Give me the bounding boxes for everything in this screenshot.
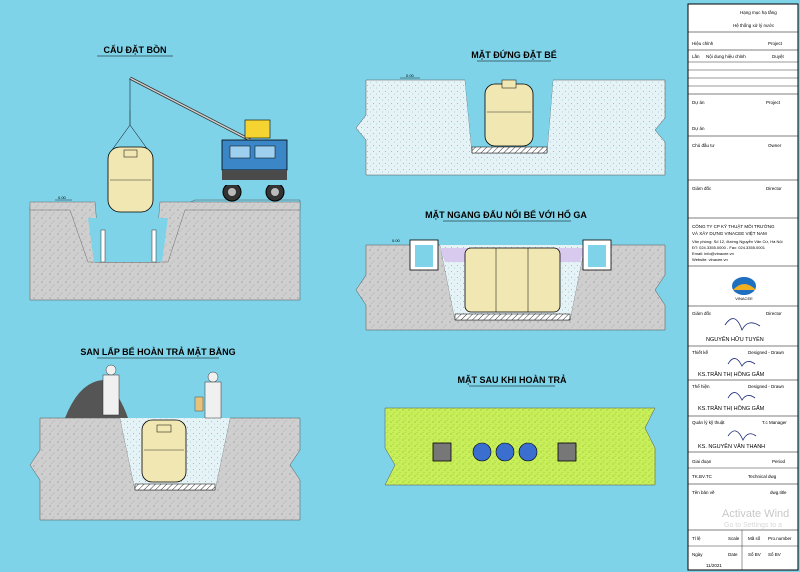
activate-watermark: Activate Wind (722, 508, 789, 520)
svg-text:Hiệu chỉnh: Hiệu chỉnh (692, 40, 714, 46)
backfill-tank (141, 419, 187, 483)
svg-text:Số BV: Số BV (768, 552, 781, 557)
svg-text:Director: Director (766, 311, 782, 316)
connection-level: 0.00 (392, 238, 401, 243)
elevation-title: MẶT ĐỨNG ĐẶT BỂ (471, 49, 556, 60)
elevation-tank (484, 83, 534, 147)
tank-lid-2 (495, 442, 515, 462)
svg-text:ĐT: 024.3355.0000 - Fax: 024.3: ĐT: 024.3355.0000 - Fax: 024.3355.0001 (692, 245, 766, 250)
company-logo: VINACEE (732, 277, 756, 301)
svg-text:Giai đoạn: Giai đoạn (692, 459, 712, 464)
connection-title: MẶT NGANG ĐẤU NỐI BỂ VỚI HỐ GA (425, 209, 587, 220)
svg-text:Director: Director (766, 186, 782, 191)
svg-text:KS.TRẦN THỊ HỒNG GẤM: KS.TRẦN THỊ HỒNG GẤM (698, 405, 765, 412)
panel-crane: CẨU ĐẶT BỒN 0.00 (29, 44, 301, 301)
svg-text:Email: info@vinacee.vn: Email: info@vinacee.vn (692, 251, 734, 256)
svg-text:VINACEE: VINACEE (735, 296, 753, 301)
svg-text:KS. NGUYỄN VĂN THANH: KS. NGUYỄN VĂN THANH (698, 443, 765, 450)
signature-director (724, 318, 761, 332)
svg-text:Số BV: Số BV (748, 552, 761, 557)
svg-text:NGUYỄN HỮU TUYÊN: NGUYỄN HỮU TUYÊN (706, 335, 764, 343)
panel-after: MẶT SAU KHI HOÀN TRẢ (384, 374, 656, 486)
svg-text:Thể hiện: Thể hiện (692, 383, 710, 389)
backfill-title: SAN LẤP BỂ HOÀN TRẢ MẶT BẰNG (80, 346, 235, 357)
svg-text:Designed - Drawn: Designed - Drawn (748, 384, 785, 389)
svg-text:Project: Project (768, 41, 783, 46)
tank-lid-3 (518, 442, 538, 462)
panel-connection: MẶT NGANG ĐẤU NỐI BỂ VỚI HỐ GA 0.00 (355, 209, 666, 331)
svg-text:Project: Project (766, 100, 781, 105)
svg-text:CÔNG TY CP KỸ THUẬT MÔI TRƯỜNG: CÔNG TY CP KỸ THUẬT MÔI TRƯỜNG (692, 223, 775, 229)
svg-text:11/2021: 11/2021 (706, 563, 722, 568)
svg-text:Tên bản vẽ: Tên bản vẽ (692, 490, 715, 495)
svg-text:Giám đốc: Giám đốc (692, 186, 712, 191)
svg-text:Technical dwg: Technical dwg (748, 474, 777, 479)
svg-text:Lần: Lần (692, 54, 700, 59)
svg-text:Owner: Owner (768, 143, 782, 148)
svg-text:Pro.number: Pro.number (768, 536, 792, 541)
manhole-right (557, 442, 577, 462)
crane-title: CẨU ĐẶT BỒN (104, 44, 167, 55)
svg-text:Hệ thống xử lý nước: Hệ thống xử lý nước (733, 22, 775, 28)
signature-drawer (727, 392, 756, 401)
svg-text:Mã số: Mã số (748, 536, 761, 541)
svg-text:Dự án: Dự án (692, 100, 705, 105)
svg-text:Nội dung hiệu chỉnh: Nội dung hiệu chỉnh (706, 53, 746, 59)
svg-text:Giám đốc: Giám đốc (692, 311, 712, 316)
svg-text:Văn phòng: Số 12, đường Nguyễn: Văn phòng: Số 12, đường Nguyễn Văn Cừ, H… (692, 239, 783, 244)
svg-text:T.c Manager: T.c Manager (762, 420, 787, 425)
signature-designer (727, 358, 756, 367)
svg-text:Chủ đầu tư: Chủ đầu tư (692, 142, 715, 148)
svg-text:Period: Period (772, 459, 786, 464)
svg-text:VÀ XÂY DỰNG VINACEE VIỆT NAM: VÀ XÂY DỰNG VINACEE VIỆT NAM (692, 229, 767, 236)
after-title: MẶT SAU KHI HOÀN TRẢ (458, 374, 567, 385)
svg-text:Hạng mục hạ tầng: Hạng mục hạ tầng (740, 10, 777, 15)
svg-text:Scale: Scale (728, 536, 740, 541)
svg-text:Date: Date (728, 552, 738, 557)
grass-surface (384, 407, 656, 486)
svg-text:Ngày: Ngày (692, 552, 703, 557)
manhole-left (432, 442, 452, 462)
signature-manager (727, 430, 757, 441)
svg-text:Tỉ lệ: Tỉ lệ (692, 535, 701, 541)
elevation-level: 0.00 (406, 73, 415, 78)
tank-lid-1 (472, 442, 492, 462)
svg-text:dwg.title: dwg.title (770, 490, 787, 495)
panel-backfill: SAN LẤP BỂ HOÀN TRẢ MẶT BẰNG (29, 346, 301, 521)
activate-watermark-sub: Go to Settings to a (724, 522, 782, 529)
svg-text:Quản lý kỹ thuật: Quản lý kỹ thuật (692, 420, 725, 425)
panel-elevation: MẶT ĐỨNG ĐẶT BỂ 0.00 (355, 49, 666, 176)
worker-right (204, 381, 222, 419)
svg-text:Website: vinacee.vn: Website: vinacee.vn (692, 257, 728, 262)
svg-text:Dự án: Dự án (692, 126, 705, 131)
crane-level: 0.00 (58, 195, 67, 200)
svg-text:Thiết kế: Thiết kế (692, 350, 709, 355)
worker-left (102, 374, 120, 416)
svg-text:Designed - Drawn: Designed - Drawn (748, 350, 785, 355)
title-block: Hạng mục hạ tầng Hệ thống xử lý nước Hiệ… (687, 3, 799, 571)
svg-text:Duyệt: Duyệt (772, 54, 785, 59)
connection-tank (464, 247, 561, 313)
svg-text:TK.BV.TC: TK.BV.TC (692, 474, 713, 479)
tank-hanging (107, 146, 154, 213)
svg-text:KS.TRẦN THỊ HỒNG GẤM: KS.TRẦN THỊ HỒNG GẤM (698, 371, 765, 378)
